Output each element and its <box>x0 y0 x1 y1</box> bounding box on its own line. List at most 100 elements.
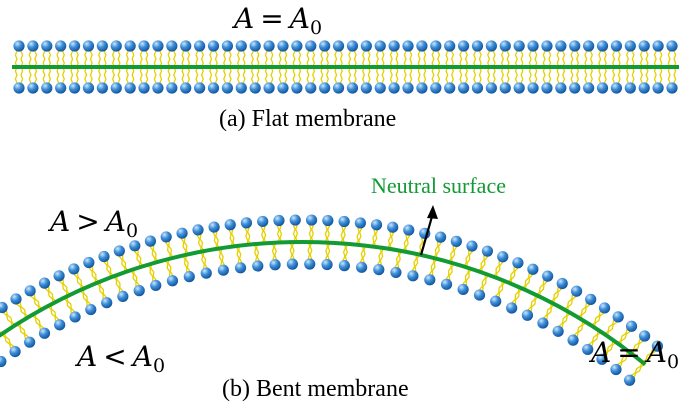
lipid-head <box>402 82 414 94</box>
lipid-tail <box>389 66 393 84</box>
lipid-tail <box>168 241 174 259</box>
lipid-head <box>370 219 383 231</box>
lipid-head <box>69 311 81 323</box>
lipid-tail <box>2 312 13 328</box>
lipid-tail <box>98 50 102 68</box>
lipid-tail <box>492 50 496 68</box>
lipid-head <box>490 295 502 307</box>
lipid-tail <box>125 50 129 68</box>
lipid-tail <box>50 304 60 321</box>
lipid-head <box>180 82 192 94</box>
lipid-tail <box>496 261 504 279</box>
lipid-tail <box>47 305 57 322</box>
lipid-tail <box>521 272 530 290</box>
lipid-tail <box>48 50 52 68</box>
lipid-head <box>27 82 39 94</box>
lipid-tail <box>129 269 137 287</box>
lipid-tail <box>445 262 452 280</box>
lipid-head <box>374 82 386 94</box>
lipid-head <box>430 82 442 94</box>
lipid-tail <box>605 341 617 357</box>
lipid-tail <box>580 304 591 320</box>
lipid-head <box>481 245 494 257</box>
lipid-head <box>101 297 113 309</box>
lipid-tail <box>617 50 621 68</box>
lipid-tail <box>125 66 129 84</box>
lipid-head <box>440 278 453 290</box>
lipid-head <box>305 40 317 52</box>
lipid-head <box>257 215 269 228</box>
lipid-tail <box>250 50 254 68</box>
lipid-tail <box>3 332 15 347</box>
lipid-tail <box>215 231 221 249</box>
lipid-head <box>305 214 318 226</box>
lipid-tail <box>133 269 140 286</box>
lipid-tail <box>619 330 631 346</box>
lipid-tail <box>342 226 347 244</box>
lipid-tail <box>228 66 232 84</box>
lipid-tail <box>31 314 42 330</box>
lipid-tail <box>73 273 82 290</box>
lipid-tail <box>298 66 302 84</box>
lipid-tail <box>137 249 144 267</box>
lipid-tail <box>673 50 677 68</box>
lipid-tail <box>250 66 254 84</box>
lipid-tail <box>306 50 310 68</box>
lipid-tail <box>386 231 392 249</box>
lipid-head <box>166 275 179 287</box>
lipid-tail <box>409 50 413 68</box>
lipid-tail <box>506 50 510 68</box>
lipid-tail <box>327 242 331 260</box>
lipid-tail <box>284 66 288 84</box>
lipid-head <box>624 82 636 94</box>
lipid-tail <box>590 310 601 327</box>
lipid-tail <box>431 66 435 84</box>
lipid-tail <box>403 50 407 68</box>
lipid-head <box>207 82 220 94</box>
lipid-head <box>506 302 518 314</box>
lipid-tail <box>367 50 371 68</box>
lipid-tail <box>253 243 258 262</box>
lipid-tail <box>167 66 171 84</box>
lipid-tail <box>116 275 124 292</box>
lipid-tail <box>242 66 246 84</box>
lipid-head <box>542 270 554 282</box>
lipid-tail <box>359 245 365 263</box>
lipid-tail <box>223 50 227 68</box>
lipid-tail <box>34 313 45 329</box>
lipid-tail <box>394 250 400 268</box>
lipid-tail <box>264 50 268 68</box>
lipid-head <box>513 40 525 52</box>
lipid-head <box>390 266 402 279</box>
lipid-tail <box>487 66 491 84</box>
bent-tails <box>0 224 657 378</box>
lipid-head <box>521 309 534 321</box>
lipid-tail <box>543 302 553 319</box>
neutral-area-label: A=A0 <box>591 336 680 373</box>
lipid-head <box>85 303 97 316</box>
lipid-tail <box>199 251 205 269</box>
lipid-head <box>235 82 247 94</box>
lipid-head <box>497 251 509 263</box>
lipid-tail <box>348 50 352 68</box>
lipid-tail <box>603 340 614 355</box>
lipid-head <box>582 343 594 356</box>
lipid-head <box>277 82 289 94</box>
lipid-tail <box>481 256 489 273</box>
lipid-tail <box>181 66 185 84</box>
lipid-tail <box>389 232 395 250</box>
lipid-head <box>388 82 400 94</box>
lipid-head <box>450 235 462 247</box>
lipid-tail <box>463 250 470 267</box>
lipid-tail <box>612 66 616 84</box>
lipid-head <box>68 40 81 52</box>
lipid-tail <box>118 255 126 273</box>
lipid-tail <box>270 50 274 68</box>
lipid-tail <box>534 66 538 84</box>
lipid-tail <box>195 50 199 68</box>
lipid-tail <box>451 246 458 264</box>
lipid-tail <box>164 241 171 259</box>
lipid-tail <box>223 66 227 84</box>
lipid-tail <box>59 280 68 297</box>
lipid-tail <box>187 66 191 84</box>
